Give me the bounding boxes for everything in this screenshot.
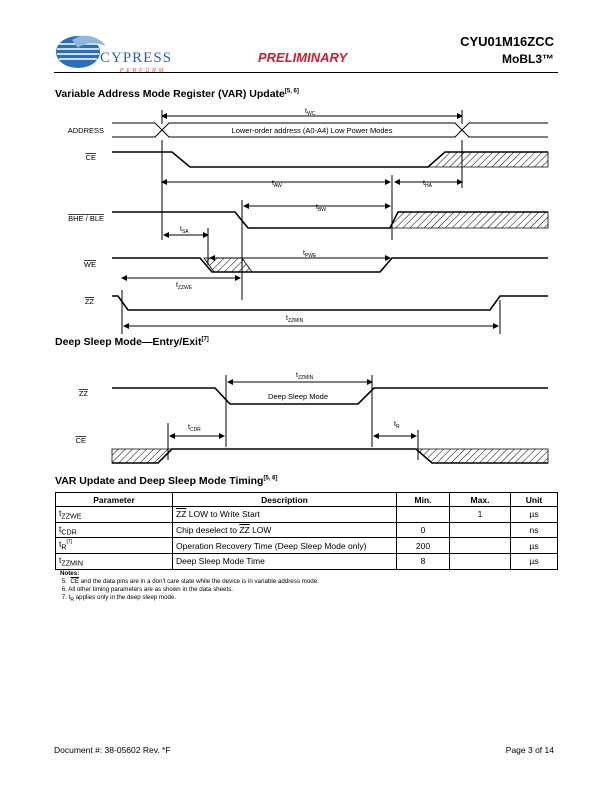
preliminary-label: PRELIMINARY	[258, 50, 348, 65]
description-cell: ZZ LOW to Write Start	[172, 506, 397, 523]
signal-label-ce: CE	[86, 153, 96, 162]
label-t-zzwe: tZZWE	[176, 282, 193, 291]
document-number: Document #: 38-05602 Rev. *F	[54, 745, 171, 755]
label-t-pwe: tPWE	[303, 250, 317, 259]
address-bus-text: Lower-order address (A0-A4) Low Power Mo…	[232, 126, 393, 135]
note-5: 5. CE and the data pins are in a don't c…	[61, 578, 319, 585]
notes: Notes: 5. CE and the data pins are in a …	[60, 570, 319, 604]
description-cell: Chip deselect to ZZ LOW	[172, 521, 397, 539]
param-cell: tZZMIN	[55, 553, 173, 570]
max-cell: 1	[449, 506, 511, 523]
header-rule	[54, 72, 558, 73]
param-cell: tR[7]	[55, 537, 173, 555]
notes-heading: Notes:	[60, 570, 80, 577]
note-7: 7. tR applies only in the deep sleep mod…	[61, 594, 177, 604]
max-cell	[449, 553, 511, 570]
col-parameter: Parameter	[55, 492, 173, 507]
deep-sleep-timing-diagram: ZZ CE Deep Sleep Mode tZZMIN tCDR tR	[76, 372, 549, 464]
logo-text: CYPRESS	[100, 50, 173, 66]
unit-cell: µs	[510, 537, 558, 555]
table-row: tZZWE ZZ LOW to Write Start 1 µs	[55, 506, 558, 523]
section-title-timing-table: VAR Update and Deep Sleep Mode Timing[5,…	[55, 475, 278, 487]
signal-label-address: ADDRESS	[68, 126, 104, 135]
signal-label-we: WE	[84, 260, 96, 269]
deep-sleep-box-text: Deep Sleep Mode	[268, 392, 328, 401]
label-t-wc: tWC	[305, 108, 316, 117]
table-row: tCDR Chip deselect to ZZ LOW 0 ns	[55, 521, 558, 539]
cypress-logo	[56, 35, 106, 68]
col-min: Min.	[396, 492, 450, 507]
section-title-var-update: Variable Address Mode Register (VAR) Upd…	[55, 88, 299, 100]
signal-label-bhe-ble: BHE / BLE	[68, 214, 104, 223]
label-t-zzmin-2: tZZMIN	[296, 372, 314, 381]
col-max: Max.	[449, 492, 511, 507]
table-row: tR[7] Operation Recovery Time (Deep Slee…	[55, 537, 558, 555]
signal-label-zz-2: ZZ	[79, 389, 89, 398]
label-t-zzmin: tZZMIN	[286, 315, 304, 324]
logo-tagline: PERFORM	[120, 68, 166, 74]
label-t-sa: tSA	[180, 226, 189, 235]
unit-cell: µs	[510, 506, 558, 523]
col-description: Description	[172, 492, 397, 507]
page-number: Page 3 of 14	[505, 745, 554, 755]
table-header-row: Parameter Description Min. Max. Unit	[55, 492, 558, 507]
product-family: MoBL3™	[502, 52, 554, 66]
part-number: CYU01M16ZCC	[460, 34, 554, 49]
timing-parameters-table: Parameter Description Min. Max. Unit tZZ…	[55, 492, 558, 570]
min-cell: 8	[396, 553, 450, 570]
label-t-cdr: tCDR	[188, 424, 201, 433]
table-row: tZZMIN Deep Sleep Mode Time 8 µs	[55, 553, 558, 570]
label-t-aw: tAW	[272, 180, 282, 189]
param-cell: tCDR	[55, 521, 173, 539]
unit-cell: µs	[510, 553, 558, 570]
description-cell: Operation Recovery Time (Deep Sleep Mode…	[172, 537, 397, 555]
label-t-bw: tBW	[316, 204, 326, 213]
max-cell	[449, 537, 511, 555]
note-6: 6. All other timing parameters are as sh…	[61, 586, 234, 593]
description-cell: Deep Sleep Mode Time	[172, 553, 397, 570]
col-unit: Unit	[510, 492, 558, 507]
min-cell: 200	[396, 537, 450, 555]
param-cell: tZZWE	[55, 506, 173, 523]
label-t-r: tR	[394, 421, 400, 430]
min-cell	[396, 506, 450, 523]
signal-label-zz: ZZ	[85, 297, 95, 306]
unit-cell: ns	[510, 521, 558, 539]
var-update-timing-diagram: ADDRESS CE BHE / BLE WE ZZ Lower-order a…	[68, 108, 549, 334]
signal-label-ce-2: CE	[76, 436, 86, 445]
min-cell: 0	[396, 521, 450, 539]
section-title-deep-sleep: Deep Sleep Mode—Entry/Exit[7]	[55, 336, 209, 348]
label-t-ha: tHA	[423, 180, 433, 189]
max-cell	[449, 521, 511, 539]
